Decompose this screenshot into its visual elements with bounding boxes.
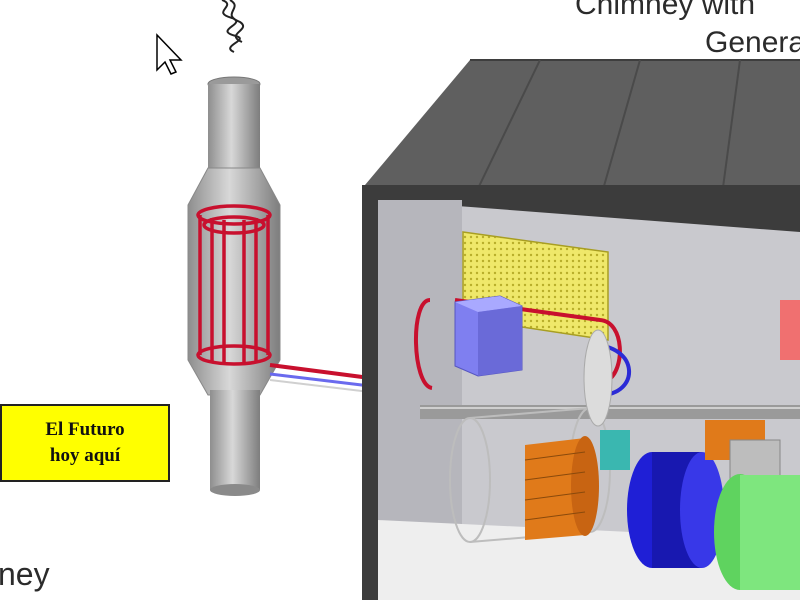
red-unit [780,300,800,360]
slogan-box: El Futuro hoy aquí [0,404,170,482]
heating-coil [196,204,272,366]
mouse-pointer-icon [156,33,183,75]
chimney [187,76,281,496]
slogan-line-1: El Futuro [45,419,125,441]
control-block [454,295,523,377]
drive-shaft [420,405,800,419]
blue-generator [627,452,724,568]
flange-disk [583,329,613,427]
chimney-caption: ney [0,556,50,592]
coupling [600,430,630,470]
circulation-loop [414,298,622,390]
smoke-squiggle-icon [221,0,244,53]
slogan-line-2: hoy aquí [49,445,121,466]
orange-coil [524,436,599,540]
diagram-title-line-1: Chimney with [575,0,756,21]
diagram-title-line-2: Genera [705,26,800,59]
green-motor [714,474,800,590]
connecting-pipes [269,363,371,393]
